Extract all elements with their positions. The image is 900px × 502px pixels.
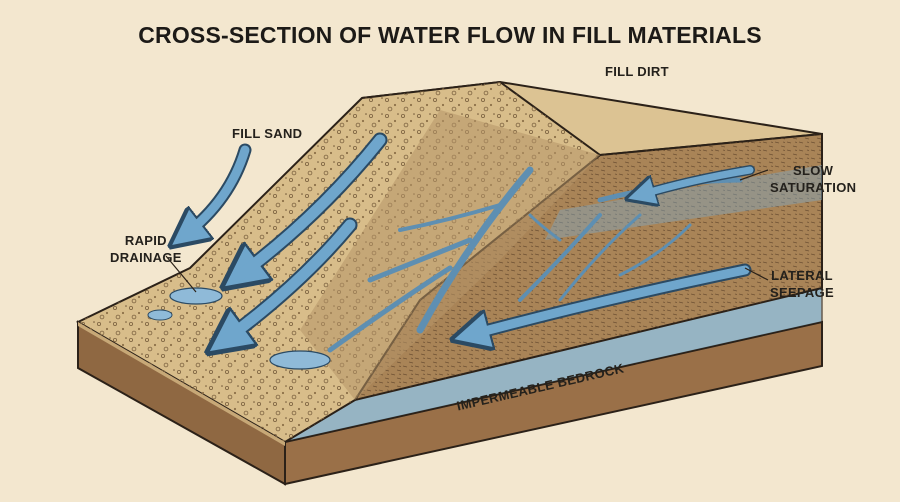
puddle xyxy=(169,287,223,305)
rapid-flow-arrows xyxy=(185,132,388,340)
water-puddles xyxy=(147,287,331,370)
leader-rapid-drainage xyxy=(165,255,197,293)
label-leaders xyxy=(165,169,769,293)
sand-dirt-transition xyxy=(300,110,600,400)
label-slow-saturation: SLOW SATURATION xyxy=(770,163,857,195)
bedrock-layer xyxy=(77,287,823,486)
branching-seepage xyxy=(327,166,743,353)
label-fill-dirt: FILL DIRT xyxy=(605,64,669,79)
saturated-dirt-band xyxy=(545,165,822,240)
label-fill-sand: FILL SAND xyxy=(232,126,303,141)
lateral-seepage-arrows xyxy=(470,165,755,335)
label-lateral-seepage: LATERAL SEEPAGE xyxy=(770,268,834,300)
puddle xyxy=(147,309,173,321)
sand-toe-front xyxy=(78,322,285,446)
leader-lateral-seepage xyxy=(744,267,769,281)
label-rapid-drainage: RAPID DRAINAGE xyxy=(110,233,182,265)
leader-slow-saturation xyxy=(739,169,769,181)
puddle xyxy=(269,350,331,370)
diagram-title: CROSS-SECTION OF WATER FLOW IN FILL MATE… xyxy=(138,22,762,48)
